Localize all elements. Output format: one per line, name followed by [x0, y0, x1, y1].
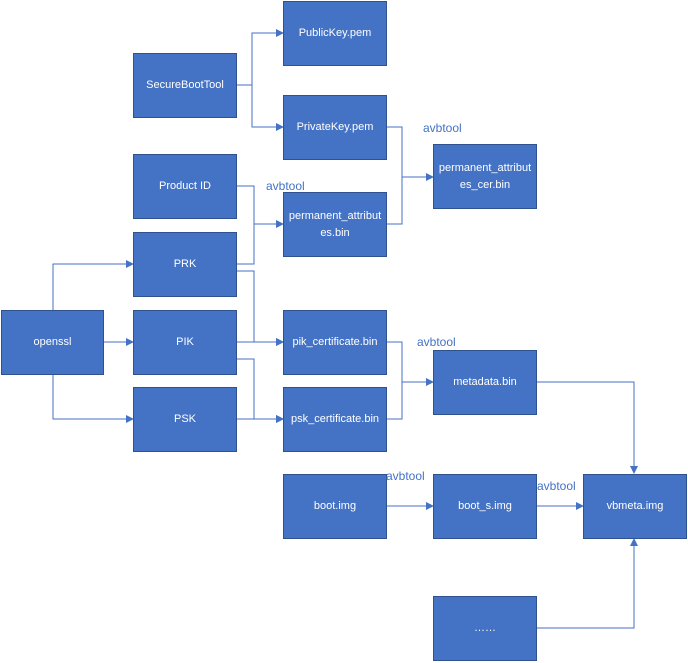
avbtool-label-boot: avbtool [386, 469, 425, 483]
pik-certificate-node: pik_certificate.bin [283, 310, 387, 375]
boot-s-node: boot_s.img [433, 474, 537, 539]
edge-secureboottool-publickey [237, 29, 284, 86]
vbmeta-node: vbmeta.img [583, 474, 687, 539]
edge-prk-attributes [237, 224, 255, 265]
avbtool-label-cer: avbtool [423, 121, 462, 135]
psk-certificate-node: psk_certificate.bin [283, 387, 387, 452]
pik-node: PIK [133, 310, 237, 375]
edge-privatekey-cer [387, 126, 434, 181]
edge-openssl-psk [52, 374, 134, 423]
boot-node: boot.img [283, 474, 387, 539]
prk-node: PRK [133, 232, 237, 297]
edge-more-vbmeta [537, 538, 638, 629]
publickey-node: PublicKey.pem [283, 1, 387, 66]
edge-secureboottool-privatekey [251, 85, 284, 131]
avbtool-label-metadata: avbtool [417, 335, 456, 349]
openssl-node: openssl [1, 310, 104, 375]
psk-node: PSK [133, 387, 237, 452]
metadata-node: metadata.bin [433, 350, 537, 415]
avbtool-label-attributes: avbtool [266, 179, 305, 193]
edge-attributes-cer [387, 177, 403, 225]
edge-pskcert-metadata [387, 382, 403, 420]
edge-openssl-prk [52, 260, 134, 310]
edge-pikcert-metadata [387, 341, 434, 386]
secureboottool-node: SecureBootTool [133, 53, 237, 118]
avbtool-label-vbmeta: avbtool [537, 479, 576, 493]
edge-productid-attributes [237, 185, 284, 228]
permanent-attributes-node: permanent_attributes.bin [283, 192, 387, 257]
product-id-node: Product ID [133, 154, 237, 219]
privatekey-node: PrivateKey.pem [283, 95, 387, 160]
edge-metadata-vbmeta [537, 381, 638, 474]
more-node: …… [433, 596, 537, 661]
edge-prk-certificates [237, 270, 284, 346]
permanent-attributes-cer-node: permanent_attributes_cer.bin [433, 144, 537, 209]
edge-pik-pskcert [237, 358, 284, 423]
